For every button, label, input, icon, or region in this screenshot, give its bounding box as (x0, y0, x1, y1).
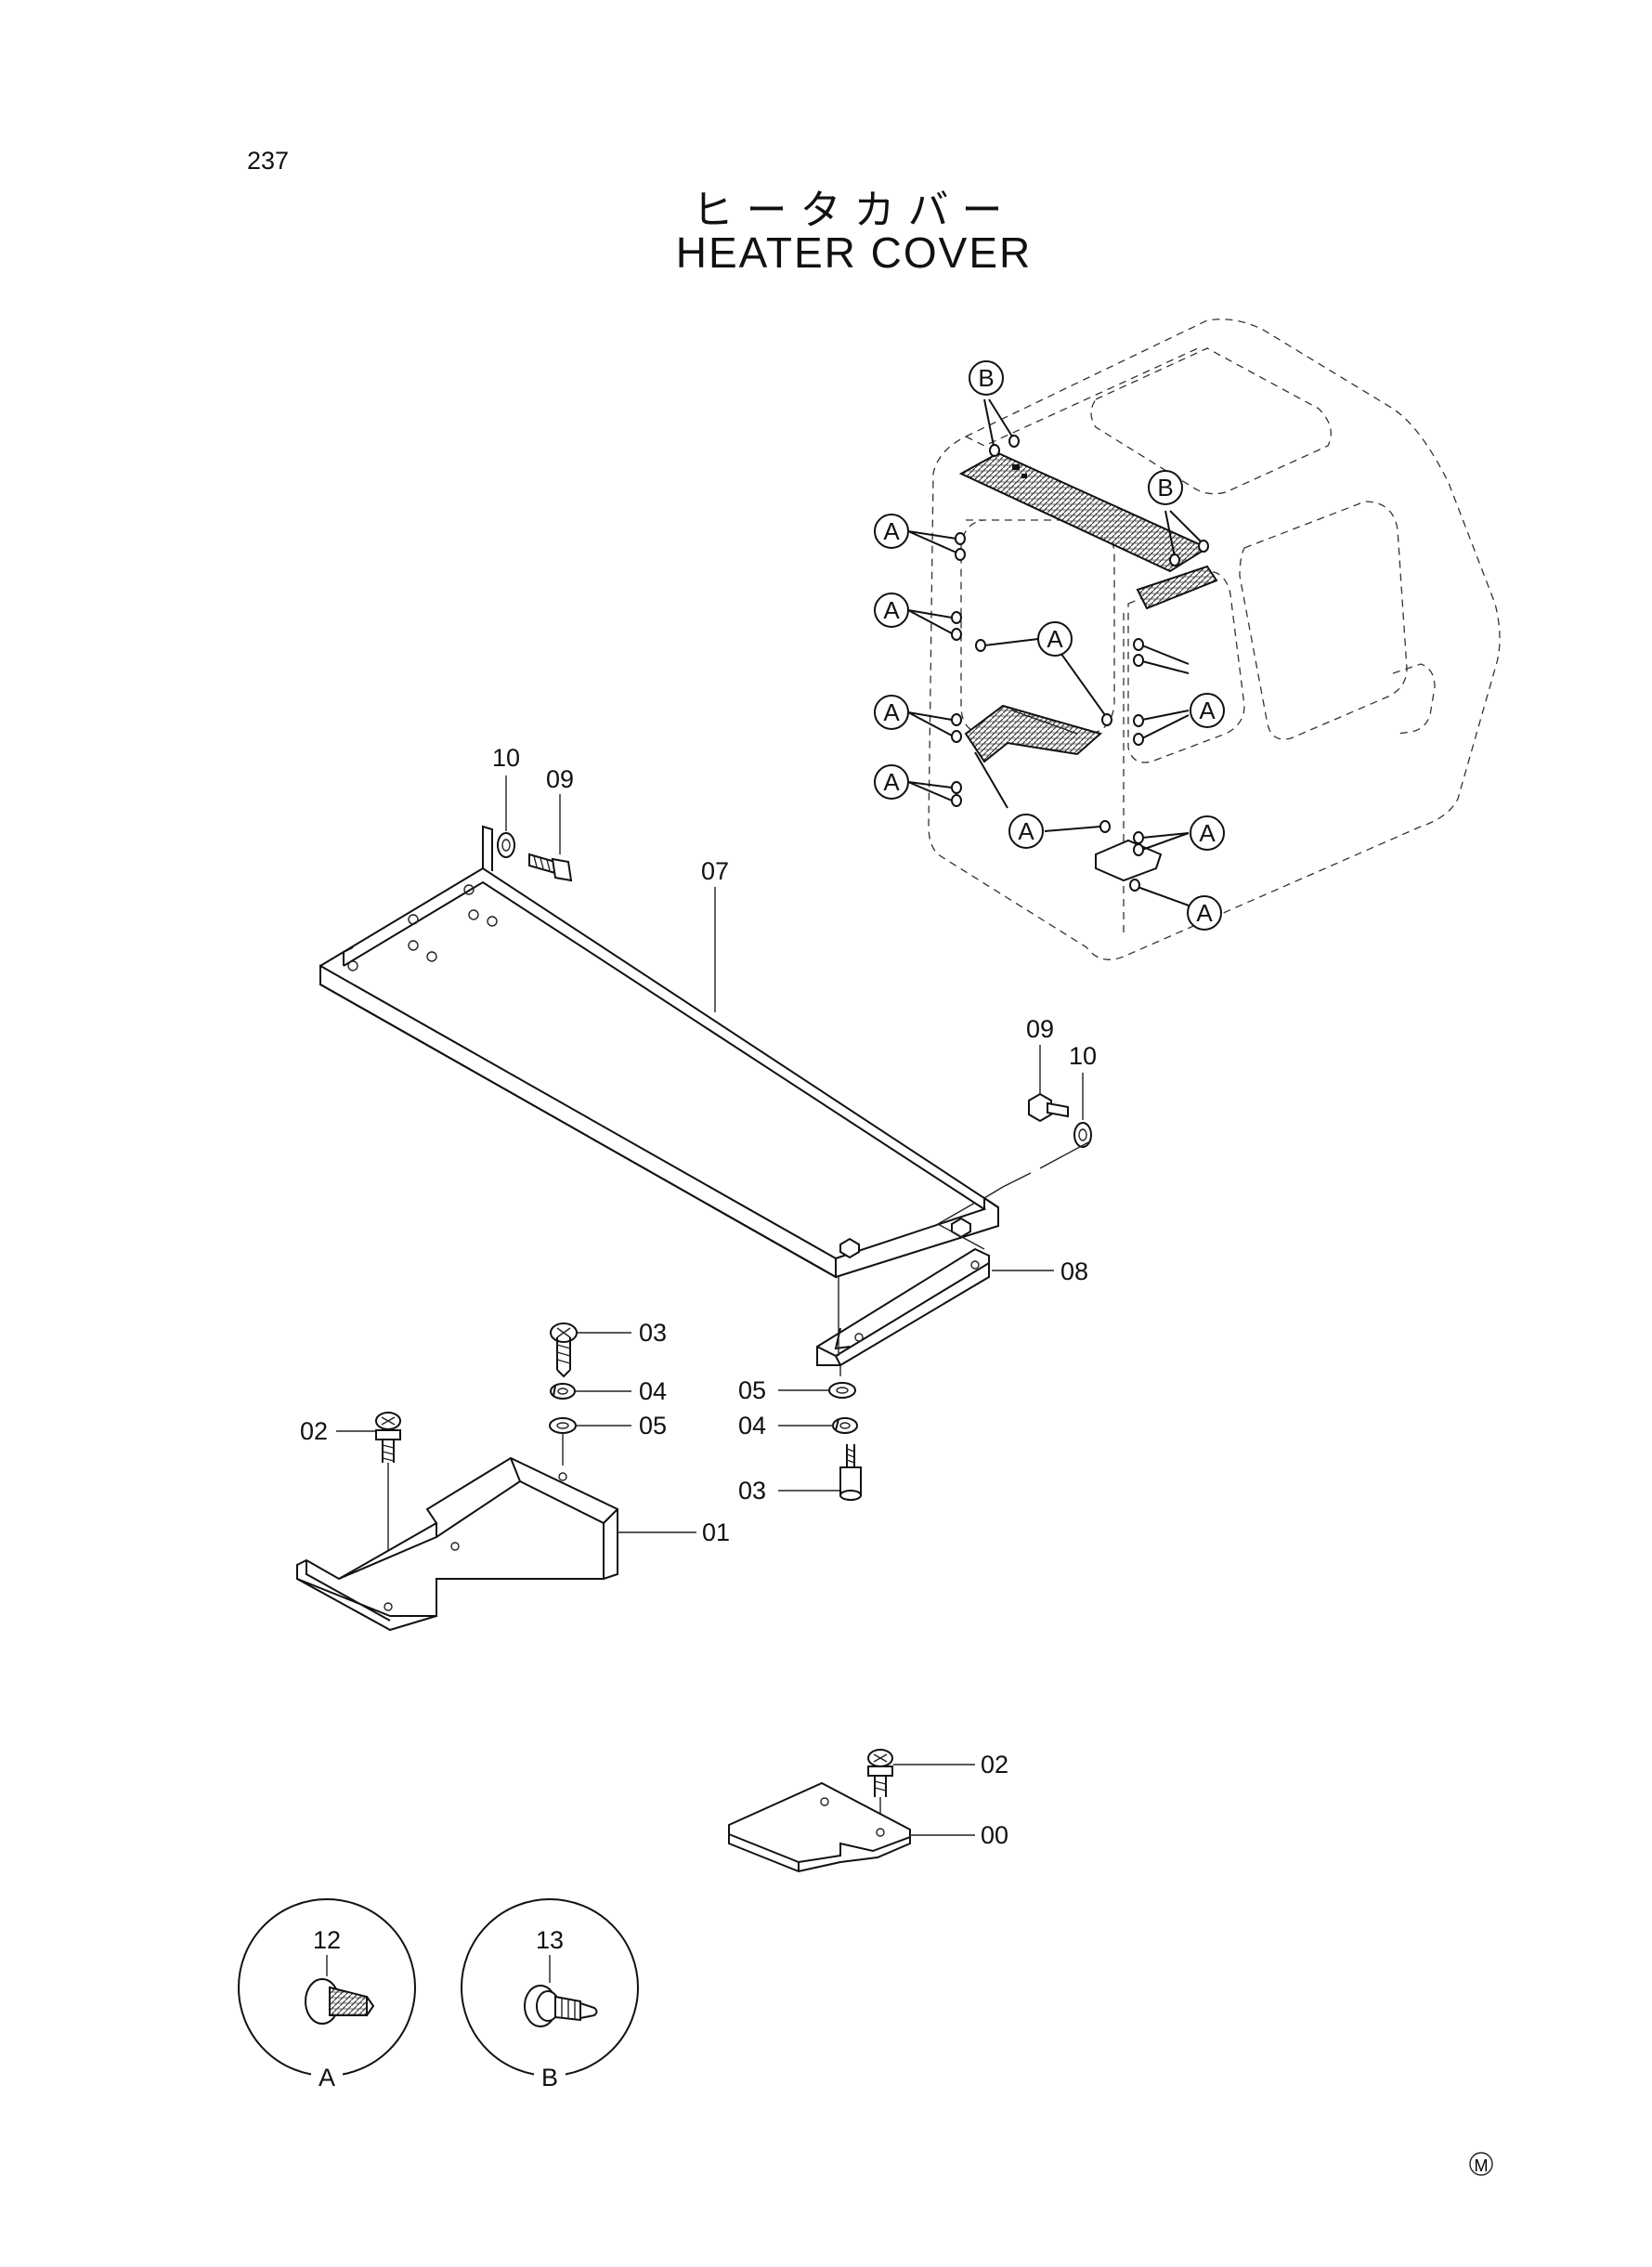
part-09-bolt-upper (528, 853, 573, 882)
part-05-washer-left (549, 1417, 577, 1434)
clip-pointers (907, 398, 1209, 906)
title-japanese: ヒータカバー (692, 187, 1016, 234)
detail-circle-a: A 12 (238, 1898, 416, 2091)
bubble-a-6-label: A (883, 768, 900, 796)
part-02-screw-lower (867, 1749, 893, 1797)
detail-b-label: B (541, 2064, 558, 2091)
label-12: 12 (313, 1926, 341, 1954)
label-05-right: 05 (738, 1376, 766, 1404)
part-10-washer-upper (497, 832, 515, 858)
bubble-a-7: A (1008, 814, 1044, 849)
bubble-b-1: B (969, 360, 1004, 396)
label-03-right: 03 (738, 1477, 766, 1505)
label-03-left: 03 (639, 1319, 667, 1347)
label-02-lower: 02 (981, 1751, 1008, 1778)
detail-a-label: A (319, 2064, 335, 2091)
part-03-bolt-right (839, 1444, 862, 1501)
heater-duct-lower (1095, 839, 1163, 882)
bubble-a-4-label: A (1199, 697, 1216, 724)
label-09-lower: 09 (1026, 1015, 1054, 1043)
label-13: 13 (536, 1926, 564, 1954)
label-10-lower: 10 (1069, 1042, 1097, 1070)
part-03-screw-left (550, 1322, 578, 1378)
heater-duct-top (958, 451, 1218, 610)
bubble-a-2-label: A (883, 596, 900, 624)
bubble-a-8-label: A (1199, 819, 1216, 847)
part-08-bracket (816, 1247, 990, 1366)
detail-circle-b: B 13 (461, 1898, 639, 2091)
bubble-a-2: A (874, 593, 909, 628)
part-04-lockwasher-left (550, 1383, 576, 1400)
m-mark: M (1469, 2152, 1493, 2176)
label-10-upper: 10 (492, 744, 520, 772)
bubble-a-7-label: A (1018, 817, 1034, 845)
bubble-a-9: A (1187, 895, 1222, 931)
page-number: 237 (247, 147, 290, 175)
bubble-a-3-label: A (1047, 625, 1063, 653)
bubble-a-5: A (874, 695, 909, 730)
label-09-upper: 09 (546, 765, 574, 793)
part-09-bolt-lower (1028, 1092, 1069, 1123)
bubble-a-8: A (1190, 815, 1225, 851)
part-02-screw-upper (375, 1412, 401, 1463)
bubble-a-1: A (874, 514, 909, 549)
part-04-lockwasher-right (832, 1417, 858, 1434)
heater-duct-middle (964, 704, 1103, 763)
label-04-right: 04 (738, 1412, 766, 1440)
label-00: 00 (981, 1821, 1008, 1849)
label-02-upper: 02 (300, 1417, 328, 1445)
label-07: 07 (701, 857, 729, 885)
bubble-b-2: B (1148, 470, 1183, 505)
part-00-cover (728, 1781, 911, 1873)
title-english: HEATER COVER (675, 228, 1033, 277)
label-05-left: 05 (639, 1412, 667, 1440)
assembly-line-10-08 (936, 1141, 1089, 1250)
label-08: 08 (1060, 1257, 1088, 1285)
cab-outline (928, 319, 1501, 960)
bubble-a-6: A (874, 764, 909, 800)
label-04-left: 04 (639, 1377, 667, 1405)
bubble-a-1-label: A (883, 517, 900, 545)
part-05-washer-right (828, 1382, 856, 1399)
part-01-cover (296, 1456, 618, 1632)
part-07-tray (319, 825, 999, 1279)
label-01: 01 (702, 1518, 730, 1546)
bubble-b-2-label: B (1157, 474, 1173, 502)
bubble-b-1-label: B (978, 364, 994, 392)
m-mark-label: M (1475, 2156, 1489, 2175)
bubble-a-9-label: A (1196, 899, 1213, 927)
bubble-a-3: A (1037, 621, 1073, 657)
bubble-a-5-label: A (883, 698, 900, 726)
bubble-a-4: A (1190, 693, 1225, 728)
part-10-washer-lower (1073, 1122, 1092, 1148)
